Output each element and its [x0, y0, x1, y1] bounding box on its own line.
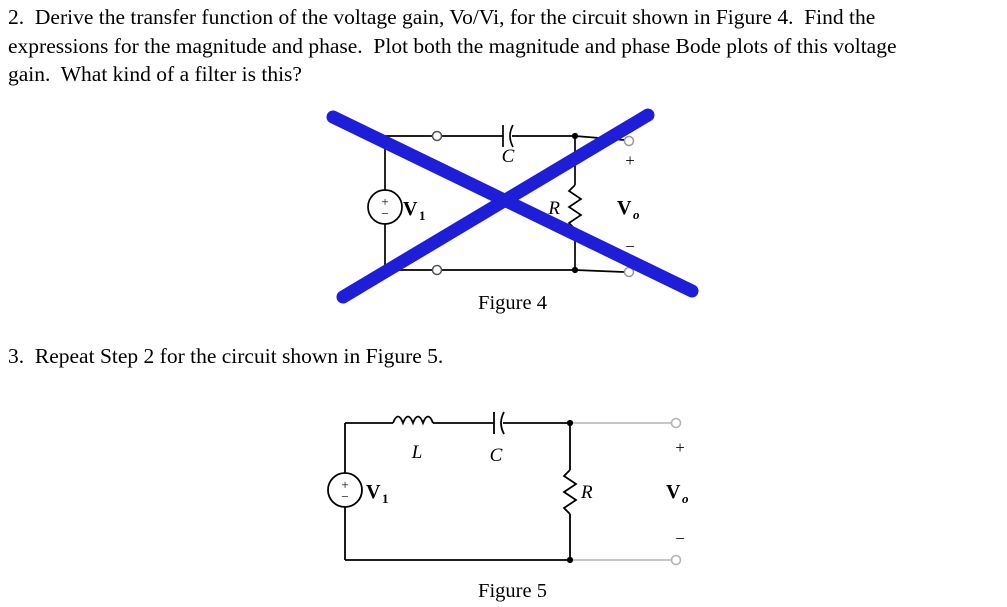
output-minus-sign: −: [625, 237, 635, 256]
problem-2-text: 2. Derive the transfer function of the v…: [8, 3, 897, 89]
output-minus-sign: −: [675, 529, 685, 548]
terminal-icon: [431, 264, 443, 276]
figure-5-circuit: + − V 1 L C R + − V o: [327, 411, 689, 566]
voltage-source: [327, 472, 363, 508]
junction-dot: [566, 419, 574, 427]
resistor-label: R: [580, 482, 593, 503]
source-label: V: [403, 198, 418, 220]
figure-4-wires: [367, 124, 625, 273]
capacitor-label: C: [502, 146, 515, 167]
cross-out-stroke-2: [336, 108, 655, 304]
terminal-icon: [623, 135, 635, 147]
output-plus-sign: +: [675, 438, 685, 457]
resistor-symbol: [562, 469, 578, 515]
inductor-label: L: [411, 442, 423, 463]
output-label-sub: o: [682, 491, 689, 506]
inductor-symbol: [392, 415, 434, 426]
source-minus-sign: −: [341, 489, 348, 504]
problem-2-line-2: expressions for the magnitude and phase.…: [8, 33, 897, 58]
output-label-sub: o: [633, 207, 640, 222]
output-wires: [570, 417, 682, 566]
terminal-icon: [431, 130, 443, 142]
source-label-sub: 1: [419, 208, 426, 223]
problem-3-text: 3. Repeat Step 2 for the circuit shown i…: [8, 344, 444, 368]
junction-dot: [571, 266, 579, 274]
figure-4-circuit: + − V 1 C R + − V o: [326, 108, 699, 304]
source-minus-sign: −: [381, 206, 388, 221]
resistor-symbol: [567, 184, 583, 230]
capacitor-symbol: [493, 411, 505, 435]
output-label: V: [666, 481, 681, 503]
problem-2-line-1: 2. Derive the transfer function of the v…: [8, 5, 876, 29]
cross-out-stroke-1: [326, 110, 699, 298]
source-label-sub: 1: [382, 491, 389, 506]
junction-dot: [571, 132, 579, 140]
junction-dot: [566, 556, 574, 564]
output-label: V: [617, 197, 632, 219]
capacitor-label: C: [490, 445, 503, 466]
capacitor-symbol: [502, 124, 514, 148]
figure-4-caption: Figure 4: [478, 292, 547, 314]
figure-5-wires: [327, 411, 578, 561]
source-plus-sign: +: [341, 477, 348, 492]
source-plus-sign: +: [381, 194, 388, 209]
figure-5-caption: Figure 5: [478, 580, 547, 602]
voltage-source: [367, 189, 403, 225]
resistor-label: R: [547, 198, 560, 219]
terminal-icon: [670, 554, 682, 566]
source-label: V: [366, 481, 381, 503]
output-plus-sign: +: [625, 151, 635, 170]
terminal-icon: [670, 417, 682, 429]
problem-2-line-3: gain. What kind of a filter is this?: [8, 62, 302, 86]
